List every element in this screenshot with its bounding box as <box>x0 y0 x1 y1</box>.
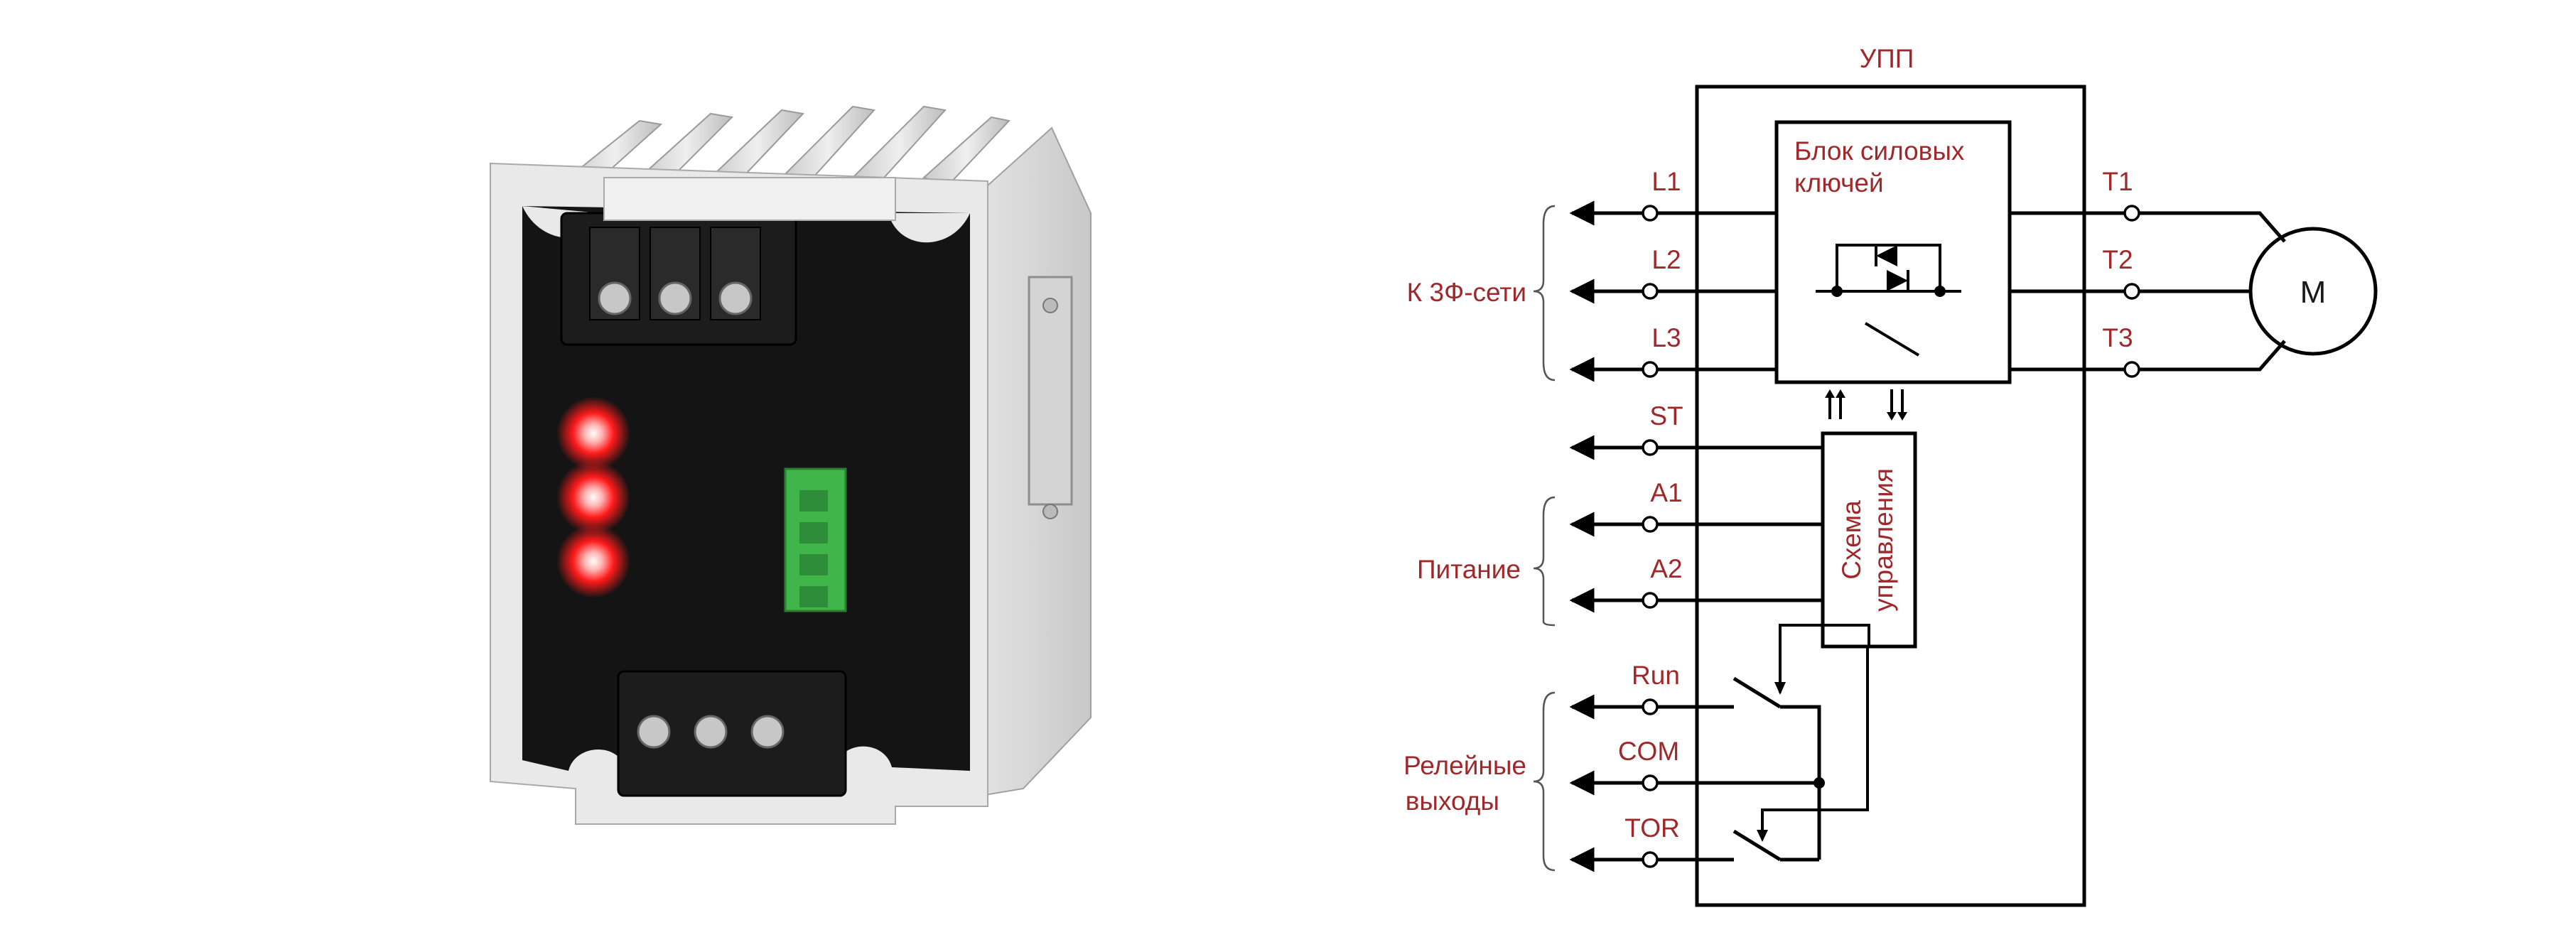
led-icon <box>556 396 630 470</box>
grid-group-label: К 3Ф-сети <box>1407 278 1526 307</box>
relay-group-label-line1: Релейные <box>1403 751 1526 780</box>
motor-label: M <box>2300 275 2327 310</box>
bus-arrows <box>1825 389 1907 421</box>
power-group-label: Питание <box>1417 555 1521 584</box>
terminal-label-a2: A2 <box>1650 554 1682 583</box>
terminal-label-st: ST <box>1649 401 1683 431</box>
phase-lines-left <box>1569 200 1777 382</box>
din-clip <box>1028 276 1073 506</box>
motor-icon <box>2248 227 2378 356</box>
relay-group-label-line2: выходы <box>1406 786 1499 816</box>
status-leds <box>556 396 630 598</box>
pcb-face <box>522 206 970 771</box>
terminal-label-l3: L3 <box>1651 323 1681 352</box>
terminal-label-tor: TOR <box>1624 813 1679 843</box>
led-icon <box>556 524 630 598</box>
terminal-label-l1: L1 <box>1651 167 1681 196</box>
soft-starter-photo <box>490 105 1092 825</box>
terminal-label-com: COM <box>1618 737 1679 766</box>
power-keys-block <box>1774 120 2012 384</box>
heatsink-fins <box>566 105 1011 186</box>
terminal-label-t1: T1 <box>2102 167 2133 196</box>
terminal-label-l2: L2 <box>1651 245 1681 274</box>
schematic: УПП Блок силовых ключей Схема управления <box>1403 44 2378 907</box>
top-cutout-right <box>888 213 970 243</box>
upp-title: УПП <box>1860 44 1914 73</box>
control-label-line1: Схема <box>1837 500 1866 580</box>
power-keys-label-line2: ключей <box>1794 168 1884 197</box>
control-lines <box>1569 435 1823 613</box>
green-connector <box>784 467 847 612</box>
din-screw-bottom <box>1042 504 1058 519</box>
thyristor-icon <box>1816 244 1961 357</box>
terminal-label-t2: T2 <box>2102 245 2133 274</box>
power-keys-label-line1: Блок силовых <box>1794 136 1965 166</box>
top-terminal-block <box>560 177 896 346</box>
phase-lines-right <box>2010 205 2286 378</box>
terminal-label-a1: A1 <box>1650 478 1682 507</box>
upp-outer-box <box>1695 85 2086 907</box>
screw-icon <box>718 281 753 315</box>
screw-icon <box>750 715 785 749</box>
bottom-terminal-block <box>617 670 847 797</box>
brace-relay <box>1533 691 1556 872</box>
screw-icon <box>694 715 728 749</box>
din-screw-top <box>1042 298 1058 313</box>
screw-icon <box>658 281 692 315</box>
terminal-label-t3: T3 <box>2102 323 2133 352</box>
brace-power <box>1533 496 1556 627</box>
led-icon <box>556 460 630 534</box>
screw-icon <box>637 715 671 749</box>
screw-icon <box>598 281 632 315</box>
terminal-label-run: Run <box>1632 661 1680 690</box>
control-label-line2: управления <box>1869 468 1898 612</box>
brace-grid <box>1533 205 1556 381</box>
relay-lines <box>1569 624 1870 872</box>
